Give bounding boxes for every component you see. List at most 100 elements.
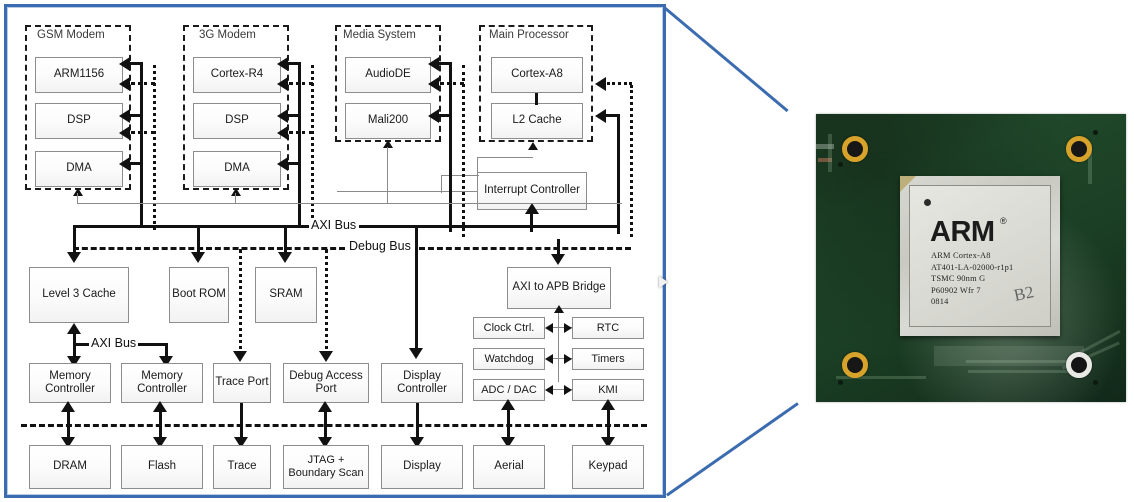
block-cortex-r4[interactable]: Cortex-R4 [193,57,281,93]
callout-line-top [664,7,789,113]
axi-riser-gsm [140,62,143,227]
debug-feed-arm1156 [131,82,155,85]
block-kmi[interactable]: KMI [572,379,644,401]
block-audiode[interactable]: AudioDE [345,57,431,93]
debug-feed-cortexr4 [289,82,313,85]
pcb-trace [836,376,926,379]
chip-handwritten-mark: B2 [1012,282,1036,305]
axi-bus-label: AXI Bus [309,218,359,232]
axi-drop-l3-arrow [67,252,81,263]
axi-drop-bootrom-arrow [191,252,205,263]
apb-arrow-timers-r [564,354,572,364]
pcb-trace [934,346,1084,366]
debug-feed-3gdsp [289,131,313,134]
axi-arrow-3gdsp [277,109,288,123]
block-gsm-dsp[interactable]: DSP [35,103,123,139]
pcb-trace [818,158,832,162]
block-arm1156[interactable]: ARM1156 [35,57,123,93]
pcb-trace [966,360,1086,363]
block-flash[interactable]: Flash [121,445,203,489]
block-trace[interactable]: Trace [213,445,271,489]
irq-feed-h2 [337,191,477,193]
debug-feed-audiode [440,82,464,85]
axi-drop-dispctrl [415,225,418,350]
apb-link-adc [547,389,573,391]
mounting-pad [1066,136,1092,162]
axi-drop-sram [284,225,287,255]
block-memory-controller-1[interactable]: Memory Controller [29,363,111,403]
axi-drop-sram-arrow [278,252,292,263]
pcb-via [838,162,843,167]
debug-bus-label: Debug Bus [347,239,413,253]
block-debug-access-port[interactable]: Debug Access Port [283,363,369,403]
block-memory-controller-2[interactable]: Memory Controller [121,363,203,403]
keypad-up-arrow [601,399,615,410]
block-display-controller-label: Display Controller [397,369,447,395]
block-mali200[interactable]: Mali200 [345,103,431,139]
apb-bus-up-arrow [554,305,564,313]
pcb-trace [968,370,1086,373]
irq-feed-h3 [441,175,479,177]
block-adc-dac[interactable]: ADC / DAC [473,379,545,401]
flash-up-arrow [153,401,167,412]
block-3g-dma[interactable]: DMA [193,151,281,187]
block-display-controller[interactable]: Display Controller [381,363,463,403]
block-axi-to-apb-bridge[interactable]: AXI to APB Bridge [507,267,611,309]
axi-feed-3gdsp [287,114,300,117]
chip-marking-line-5: 0814 [931,297,949,307]
chip-marking-line-3: TSMC 90nm G [931,274,986,284]
debug-drop-apb-arrow [551,254,565,265]
debug-drop-dap [325,249,328,357]
block-cortex-a8[interactable]: Cortex-A8 [491,57,583,93]
block-clock-ctrl[interactable]: Clock Ctrl. [473,317,545,339]
jtag-up-arrow [318,401,332,412]
block-gsm-dma[interactable]: DMA [35,151,123,187]
block-display[interactable]: Display [381,445,463,489]
block-watchdog[interactable]: Watchdog [473,348,545,370]
jtag-down-arrow [318,437,332,448]
block-trace-port-label: Trace Port [215,376,269,389]
chip-marking-line-1: ARM Cortex-A8 [931,251,991,260]
debug-bus-line-right [419,247,631,250]
debug-arrow-gsmdsp [119,126,130,140]
chip-marking-text: ARM Cortex-A8 AT401-LA-02000-r1p1 TSMC 9… [931,250,1013,308]
arm-chip-package: ARM ® ARM Cortex-A8 AT401-LA-02000-r1p1 … [900,176,1060,336]
keypad-link [607,405,610,441]
axi-feed-cortexr4 [287,62,300,65]
block-timers[interactable]: Timers [572,348,644,370]
block-boot-rom[interactable]: Boot ROM [169,267,229,323]
block-aerial[interactable]: Aerial [473,445,545,489]
block-sram[interactable]: SRAM [255,267,317,323]
block-level3-cache[interactable]: Level 3 Cache [29,267,129,323]
debug-arrow-cortexa8 [595,77,606,91]
block-keypad[interactable]: Keypad [572,445,644,489]
chip-boundary-line [21,424,647,427]
block-trace-port[interactable]: Trace Port [213,363,271,403]
jtag-link [324,407,327,441]
chip-photograph: ARM ® ARM Cortex-A8 AT401-LA-02000-r1p1 … [816,114,1126,402]
block-axi-to-apb-bridge-label: AXI to APB Bridge [512,281,606,294]
axi-drop-dispctrl-arrow [409,348,423,359]
display-down-arrow [410,437,424,448]
apb-arrow-adc-l [545,385,553,395]
axi-arrow-3gdma [277,157,288,171]
apb-arrow-clock-l [545,323,553,333]
trace-down-arrow [234,437,248,448]
axi-drop-l3 [73,225,76,255]
link-a8-to-l2 [535,93,538,105]
block-jtag-boundary-scan[interactable]: JTAG + Boundary Scan [283,445,369,489]
block-dram[interactable]: DRAM [29,445,111,489]
axi-riser-main [617,114,620,234]
block-3g-dsp[interactable]: DSP [193,103,281,139]
block-l2-cache[interactable]: L2 Cache [491,103,583,139]
pcb-via [838,380,843,385]
block-interrupt-controller-label: Interrupt Controller [484,184,580,197]
group-label-main-processor: Main Processor [489,29,569,41]
pcb-trace [816,144,834,149]
block-rtc[interactable]: RTC [572,317,644,339]
arm-registered-mark: ® [1000,216,1007,226]
display-link [416,403,419,441]
g3-return-arrow [231,188,241,196]
debug-drop-traceport [239,249,242,357]
debug-arrow-cortexr4 [277,77,288,91]
